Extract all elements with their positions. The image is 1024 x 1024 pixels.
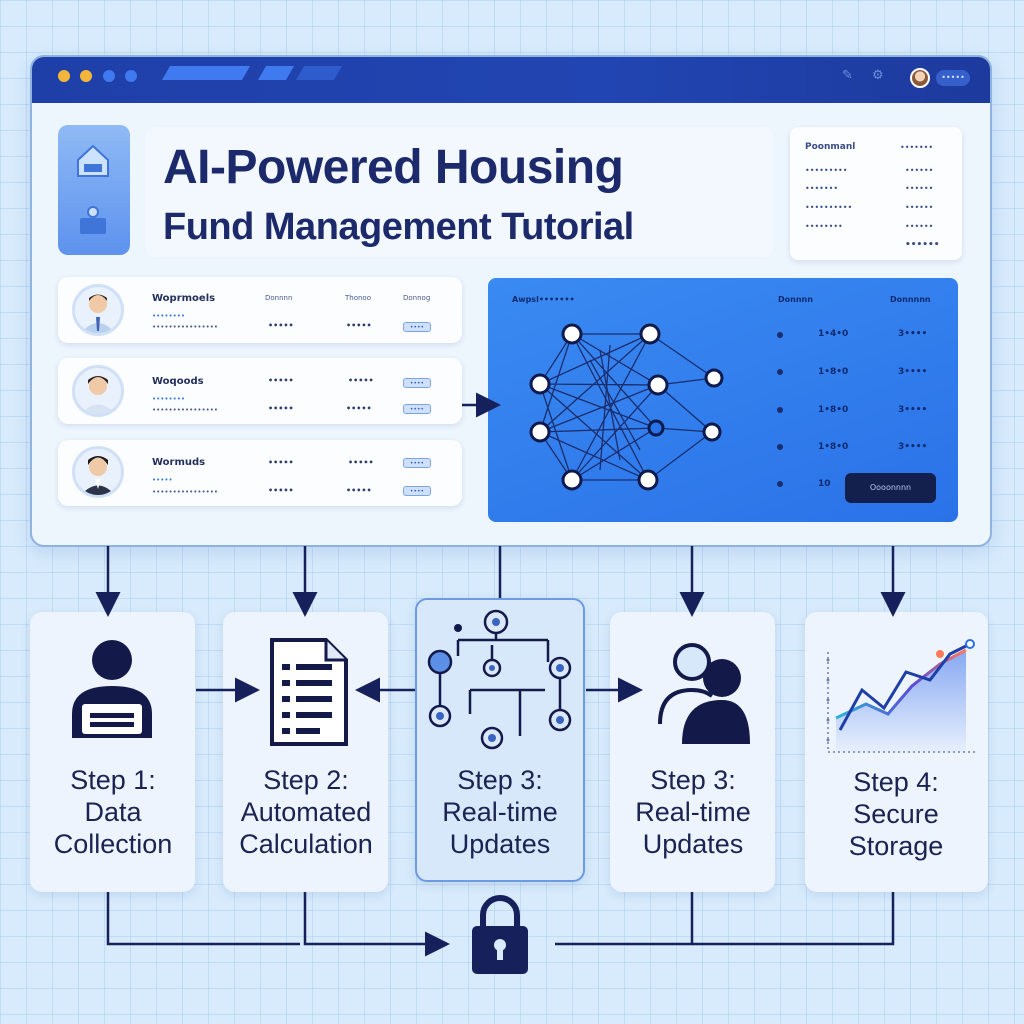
avatar [72,365,124,417]
summary-heading: Poonmanl [805,142,856,152]
profile-sub: ••••• [152,476,173,484]
summary-row-value: •••••• [905,222,934,231]
status-chip[interactable]: •••• [403,378,431,388]
status-chip[interactable]: •••• [403,458,431,468]
analytics-value: 1•8•0 [818,442,849,452]
row-bullet-icon [777,332,783,487]
profile-value: ••••• [348,458,374,467]
analytics-label: Awpsl••••••• [512,295,575,304]
line-chart-icon [826,639,978,753]
window-dot-3[interactable] [103,70,115,82]
profile-value: ••••• [268,404,294,413]
column-header: Donnnn [265,294,293,302]
bottom-connectors [106,892,895,957]
profile-card-3[interactable] [58,440,462,506]
network-node [529,323,724,491]
profile-name: Woqoods [152,376,204,387]
status-chip[interactable]: •••• [403,404,431,414]
avatar [72,284,124,336]
analytics-value: 3•••• [898,405,928,415]
profile-desc: •••••••••••••••• [152,406,219,414]
profile-value: ••••• [348,376,374,385]
title-bar [32,57,990,103]
column-header: Donnog [403,294,431,302]
summary-row-label: •••••••••• [805,203,853,212]
column-header: Thonoo [345,294,371,302]
profile-value: ••••• [346,404,372,413]
avatar [72,446,124,498]
analytics-value: 3•••• [898,329,928,339]
analytics-value: 1•8•0 [818,405,849,415]
column-header: Donnnnn [890,295,931,304]
flow-node [427,609,572,750]
users-icon [658,643,750,744]
profile-value: ••••• [346,321,372,330]
profile-value: ••••• [268,376,294,385]
summary-card [790,127,962,260]
window-dot-4[interactable] [125,70,137,82]
summary-row-label: ••••••• [805,184,839,193]
summary-row-label: ••••••••• [805,166,848,175]
status-chip[interactable]: •••• [403,486,431,496]
document-icon [270,638,348,746]
analytics-button[interactable]: Oooonnnn [845,473,936,503]
connector-lines [95,546,906,617]
profile-desc: •••••••••••••••• [152,488,219,496]
analytics-value: 1•8•0 [818,367,849,377]
window-dot-2[interactable] [80,70,92,82]
analytics-value: 3•••• [898,442,928,452]
profile-card-1[interactable] [58,277,462,343]
analytics-value: 10 [818,479,831,489]
column-header: Donnnn [778,295,813,304]
profile-value: ••••• [346,486,372,495]
profile-card-2[interactable] [58,358,462,424]
person-card-icon [72,640,152,738]
title-card [145,127,773,257]
user-avatar[interactable] [910,68,930,88]
profile-sub: •••••••• [152,395,186,403]
profile-sub: •••••••• [152,312,186,320]
status-chip[interactable]: •••• [403,322,431,332]
summary-heading-value: ••••••• [900,143,934,152]
page-title-line-1: AI-Powered Housing [163,141,624,194]
lock-icon[interactable] [472,895,528,974]
summary-row-value: •••••• [905,184,934,193]
profile-desc: •••••••••••••••• [152,323,219,331]
window-dot-1[interactable] [58,70,70,82]
search-badge[interactable]: ••••• [936,70,970,86]
summary-row-label: •••••••• [805,222,843,231]
neural-network-icon [539,333,715,481]
profile-name: Wormuds [152,457,206,468]
summary-row-value: •••••• [905,203,934,212]
profile-value: ••••• [268,458,294,467]
step-card-3[interactable] [415,598,585,882]
page-title-line-2: Fund Management Tutorial [163,206,634,248]
analytics-value: 1•4•0 [818,329,849,339]
profile-name: Woprmoels [152,293,216,304]
profile-value: ••••• [268,321,294,330]
summary-total: •••••• [905,240,940,250]
settings-icon[interactable]: ⚙ [872,68,884,83]
summary-row-value: •••••• [905,166,934,175]
profile-value: ••••• [268,486,294,495]
analytics-value: 3•••• [898,367,928,377]
edit-icon[interactable]: ✎ [842,68,853,83]
flow-tree-icon [438,622,562,736]
